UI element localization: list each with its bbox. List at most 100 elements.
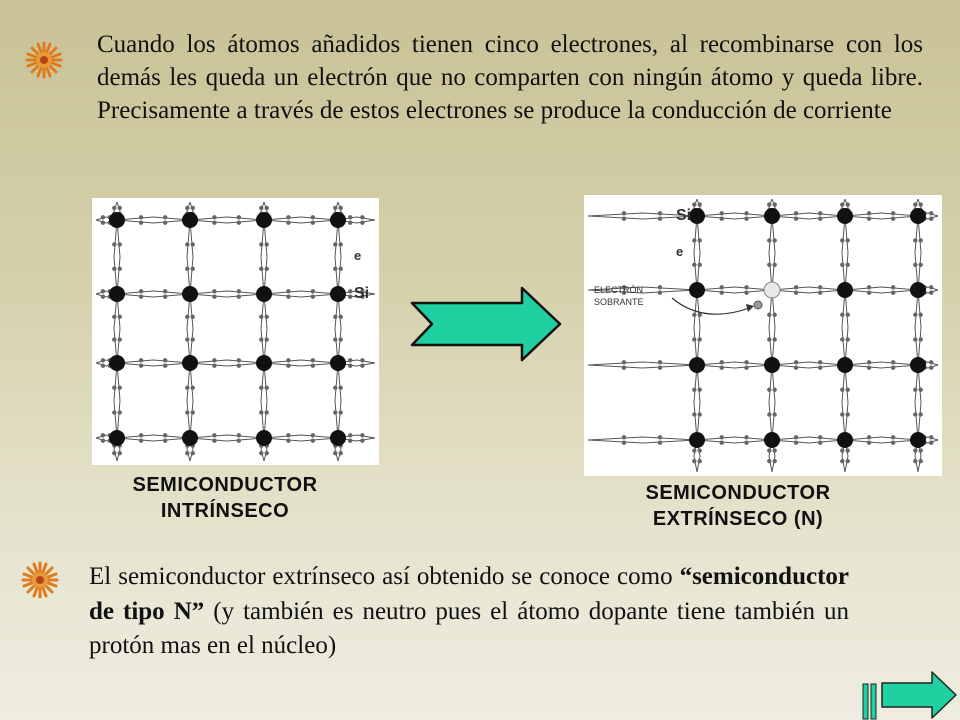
starburst-bullet-icon bbox=[21, 561, 59, 599]
silicon-atom bbox=[689, 432, 705, 448]
covalent-bond bbox=[263, 293, 339, 298]
electron-dot bbox=[744, 360, 749, 365]
electron-dot bbox=[190, 205, 195, 211]
covalent-bond bbox=[263, 362, 268, 439]
covalent-bond bbox=[263, 216, 339, 221]
electron-dot bbox=[744, 435, 749, 440]
covalent-bond bbox=[696, 364, 701, 441]
electron-dot bbox=[744, 211, 749, 216]
silicon-atom bbox=[910, 282, 926, 298]
electron-dot bbox=[913, 412, 918, 417]
electron-dot bbox=[767, 458, 772, 464]
electron-dot bbox=[845, 337, 850, 342]
electron-dot bbox=[259, 314, 264, 319]
covalent-bond bbox=[260, 219, 265, 295]
lattice-atoms bbox=[100, 205, 365, 456]
covalent-bond bbox=[768, 289, 773, 366]
electron-dot bbox=[719, 285, 724, 290]
electron-dot bbox=[772, 387, 777, 392]
electron-dot bbox=[657, 365, 663, 370]
electron-dot bbox=[744, 285, 749, 290]
electron-dot bbox=[890, 285, 896, 290]
electron-dot bbox=[264, 450, 269, 456]
covalent-bond bbox=[917, 289, 922, 366]
green-arrow-icon bbox=[410, 286, 562, 362]
electron-dot bbox=[333, 337, 338, 342]
electron-dot bbox=[162, 363, 168, 368]
extrinsic-lattice-svg: Si e ELECTRÓN SOBRANTE bbox=[587, 198, 939, 473]
silicon-atom bbox=[109, 430, 125, 446]
electron-dot bbox=[100, 289, 106, 294]
next-slide-icon[interactable] bbox=[880, 670, 958, 720]
silicon-atom bbox=[910, 208, 926, 224]
covalent-bond bbox=[844, 361, 919, 366]
electron-dot bbox=[866, 290, 872, 295]
electron-dot bbox=[817, 216, 823, 221]
extra-electron-label-line2: SOBRANTE bbox=[594, 297, 644, 307]
electron-dot bbox=[719, 290, 724, 295]
electron-dot bbox=[100, 438, 106, 443]
paragraph-bottom-text: (y también es neutro pues el átomo dopan… bbox=[89, 597, 849, 660]
silicon-atom bbox=[837, 357, 853, 373]
electron-dot bbox=[360, 294, 365, 299]
covalent-bond bbox=[189, 359, 265, 364]
electron-dot bbox=[100, 433, 106, 438]
electron-dot bbox=[890, 290, 896, 295]
electron-dot bbox=[692, 202, 697, 207]
covalent-bond bbox=[844, 289, 919, 294]
electron-dot bbox=[817, 360, 823, 365]
electron-dot bbox=[621, 285, 627, 290]
electron-dot bbox=[866, 285, 872, 290]
covalent-bond bbox=[587, 364, 698, 369]
covalent-bond bbox=[189, 437, 265, 442]
silicon-atom bbox=[910, 432, 926, 448]
electron-dot bbox=[767, 337, 772, 342]
electron-dot bbox=[744, 290, 749, 295]
covalent-bond bbox=[263, 434, 339, 439]
electron-dot bbox=[817, 211, 823, 216]
electron-dot bbox=[360, 215, 365, 220]
covalent-bond bbox=[696, 439, 773, 444]
covalent-bond bbox=[263, 359, 339, 364]
lattice-bonds bbox=[95, 201, 376, 462]
electron-dot bbox=[360, 433, 365, 438]
electron-dot bbox=[236, 433, 242, 438]
first-slide-icon[interactable] bbox=[862, 682, 880, 720]
electron-dot bbox=[744, 440, 749, 445]
covalent-bond bbox=[263, 290, 339, 295]
electron-dot bbox=[621, 360, 627, 365]
electron-dot bbox=[236, 215, 242, 220]
electron-dot bbox=[162, 438, 168, 443]
electron-dot bbox=[772, 458, 777, 464]
electron-dot bbox=[259, 242, 264, 247]
electron-dot bbox=[840, 238, 845, 243]
electron-dot bbox=[918, 312, 923, 317]
silicon-atom bbox=[689, 208, 705, 224]
electron-dot bbox=[286, 294, 291, 299]
electron-dot bbox=[338, 410, 343, 415]
electron-dot bbox=[697, 312, 702, 317]
electron-dot bbox=[259, 410, 264, 415]
electron-dot bbox=[185, 242, 190, 247]
lattice-bonds bbox=[587, 198, 939, 473]
electron-dot bbox=[866, 211, 872, 216]
covalent-bond bbox=[116, 293, 121, 364]
covalent-bond bbox=[263, 437, 339, 442]
electron-dot bbox=[138, 215, 144, 220]
electron-dot bbox=[112, 205, 117, 211]
covalent-bond bbox=[116, 362, 121, 439]
electron-dot bbox=[918, 412, 923, 417]
electron-dot bbox=[162, 289, 168, 294]
electron-dot bbox=[845, 412, 850, 417]
electron-dot bbox=[264, 242, 269, 247]
electron-dot bbox=[744, 365, 749, 370]
electron-dot bbox=[929, 435, 934, 440]
electron-dot bbox=[338, 242, 343, 247]
covalent-bond bbox=[696, 436, 773, 441]
electron-dot bbox=[840, 202, 845, 207]
electron-dot bbox=[190, 410, 195, 415]
electron-dot bbox=[338, 314, 343, 319]
electron-dot bbox=[117, 205, 122, 211]
electron-dot bbox=[138, 220, 144, 225]
electron-dot bbox=[264, 410, 269, 415]
